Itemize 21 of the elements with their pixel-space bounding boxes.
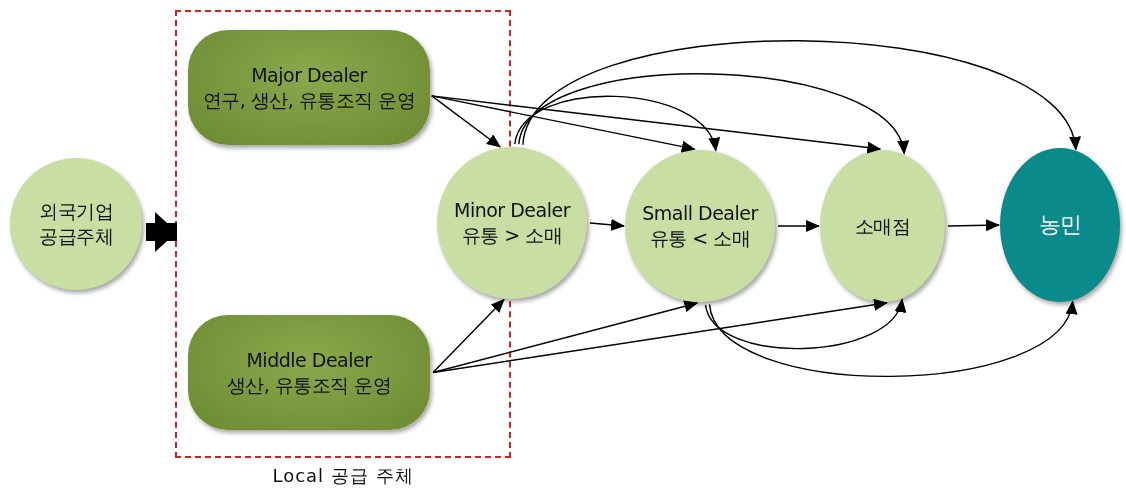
node-title: Middle Dealer [246,347,372,373]
node-title: Major Dealer [251,62,367,88]
node-title: Minor Dealer [454,198,570,223]
arrow [947,219,1000,232]
node-title: 농민 [1038,210,1082,239]
arrow [432,300,699,374]
node-text: 연구, 생산, 유통조직 운영 [202,87,416,113]
arrow [432,298,505,374]
node-title: 외국기업 공급주체 [38,199,114,249]
block-arrow [146,212,177,252]
rounded-box [188,30,430,145]
group-title: Local 공급 주체 [271,464,415,488]
node-text: 생산, 유통조직 운영 [226,372,392,398]
arrow [431,95,501,148]
arrow [777,220,820,232]
node-title: 소매점 [853,213,912,239]
node-title: Small Dealer [642,201,758,226]
arrow [589,218,625,231]
node-text: 유통 < 소매 [649,226,751,251]
rounded-box [188,315,430,430]
node-text: 유통 > 소매 [461,223,563,248]
